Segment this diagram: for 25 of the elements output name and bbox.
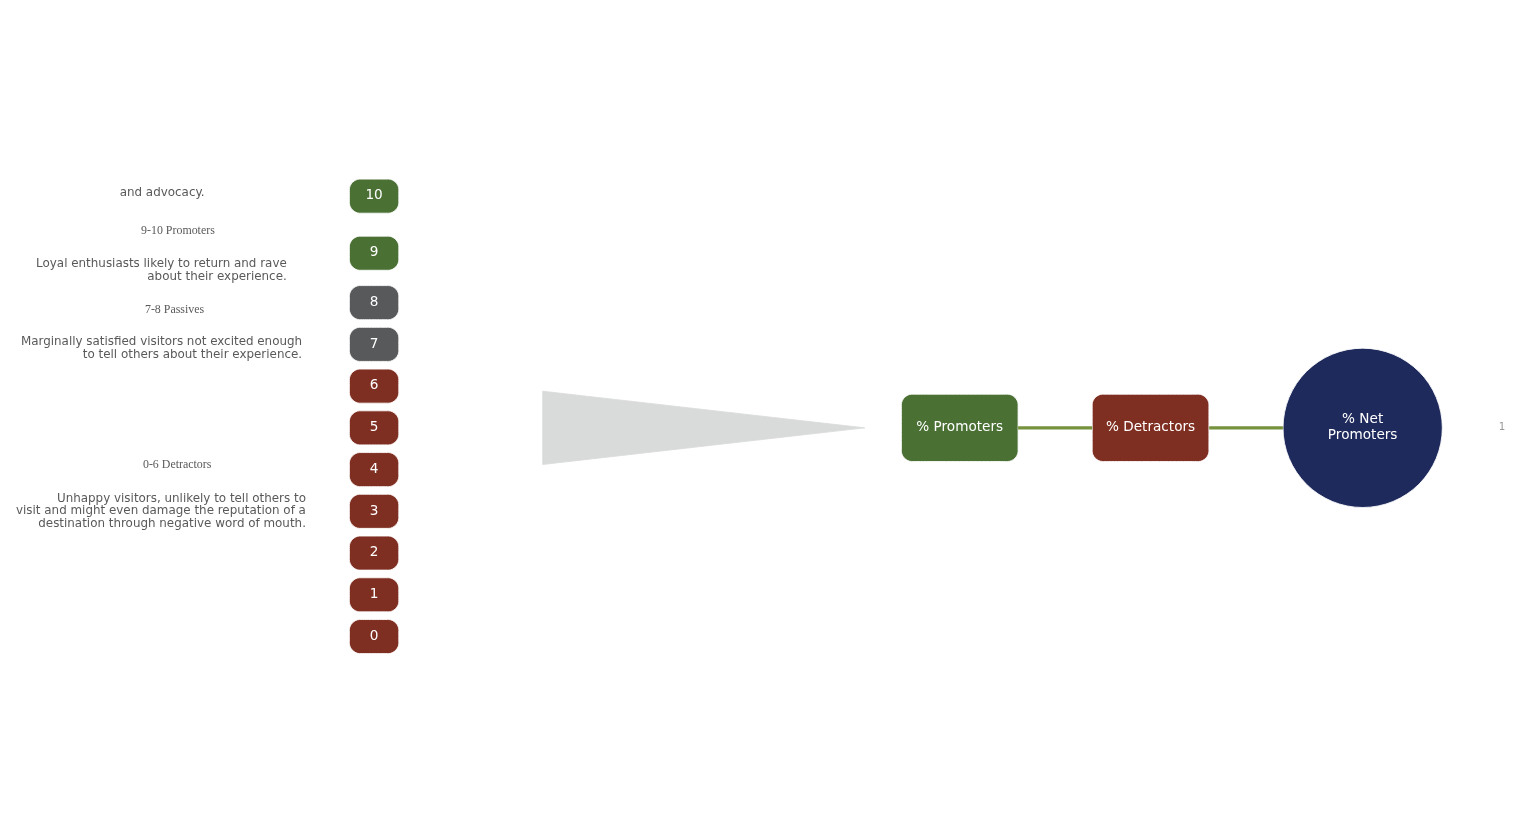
node-box: 0 [348, 619, 400, 654]
node-circle: % Net Promoters [1282, 347, 1443, 508]
label: and advocacy. [119, 184, 205, 199]
label: Marginally satisfied visitors not excited enough to tell others about their experience. [20, 334, 303, 362]
node-box: 1 [348, 577, 400, 613]
node-box: 2 [348, 535, 400, 571]
node-box: 9 [348, 235, 400, 271]
node-chevron [542, 390, 866, 465]
node-box: 6 [348, 368, 400, 404]
label: Unhappy visitors, unlikely to tell others to visit and might even damage the reputation of a destination through negative word of mouth. [16, 490, 306, 531]
node-box: 4 [348, 452, 400, 488]
node-box: 7 [348, 326, 400, 362]
node-box: 3 [348, 493, 400, 529]
label: 0-6 Detractors [142, 457, 212, 472]
connector [1018, 426, 1093, 430]
node-box: % Promoters [900, 393, 1019, 462]
label: 9-10 Promoters [141, 223, 215, 238]
label: 1 [1498, 421, 1506, 433]
label: 7-8 Passives [144, 301, 205, 316]
node-box: 5 [348, 410, 400, 446]
node-box: 10 [348, 178, 400, 214]
label: Loyal enthusiasts likely to return and rave about their experience. [36, 256, 287, 283]
connector [1209, 426, 1283, 430]
node-box: % Detractors [1091, 393, 1210, 462]
node-box: 8 [348, 285, 400, 321]
